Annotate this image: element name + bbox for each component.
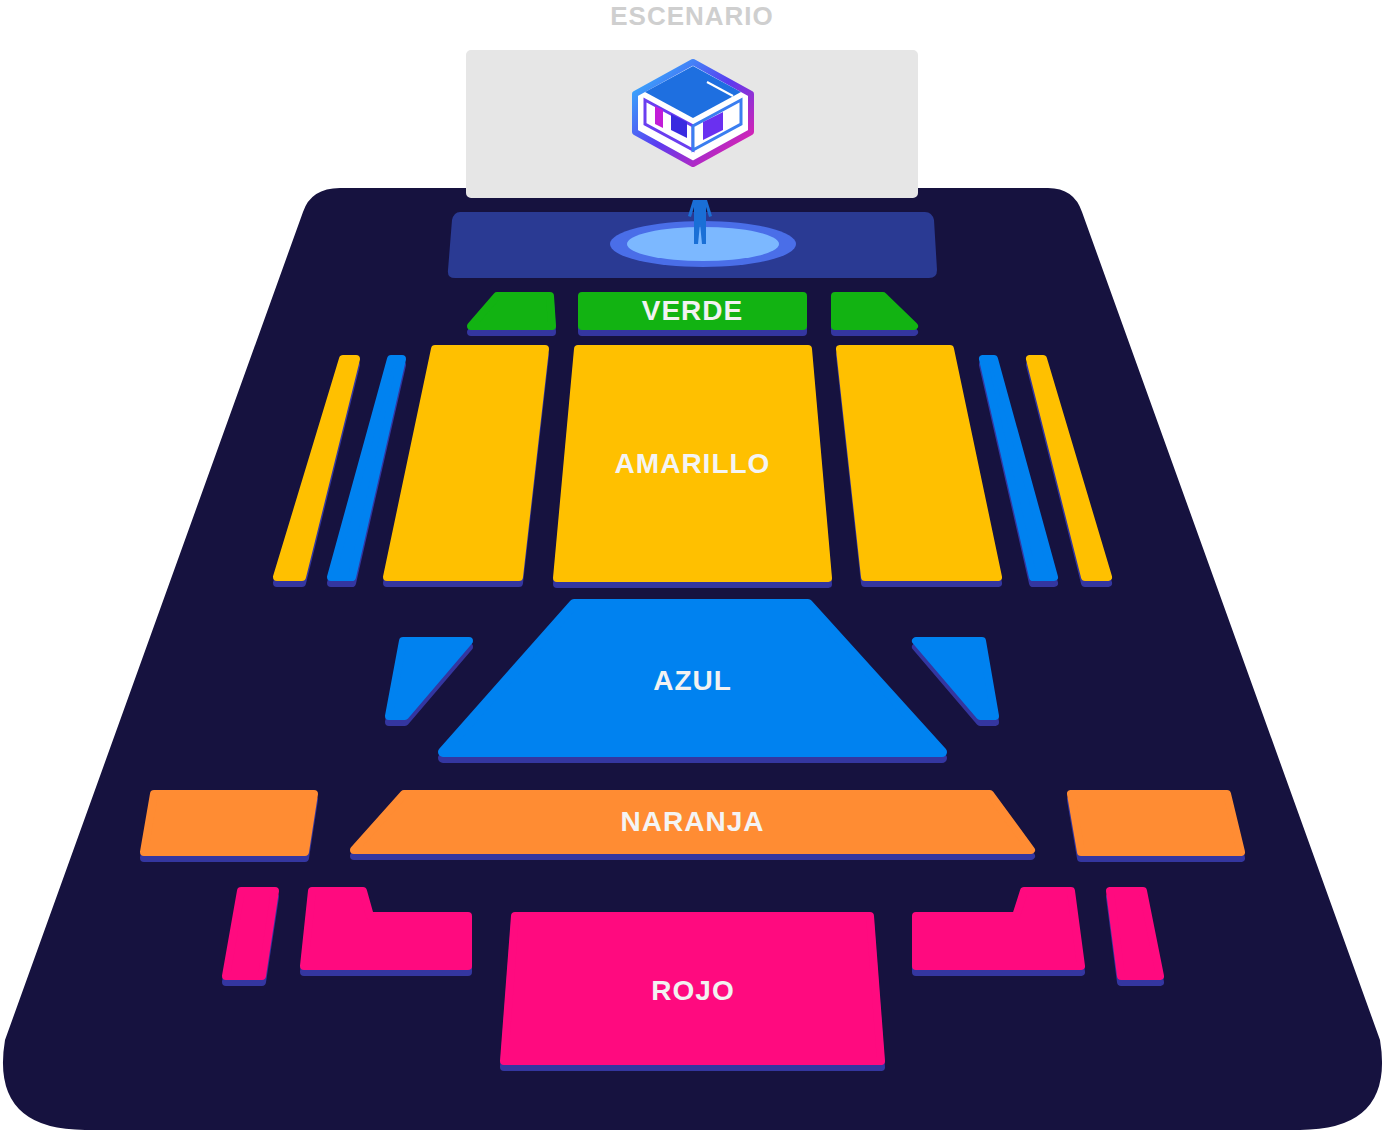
section-label: VERDE — [642, 293, 743, 329]
stage-box: ESCENARIO — [466, 0, 918, 198]
floor — [3, 188, 1382, 1130]
seat-block — [1030, 359, 1108, 583]
stage-platform — [448, 212, 937, 278]
seat-block — [226, 891, 275, 982]
unlabeled-sections — [144, 296, 1241, 982]
seat-block — [389, 641, 469, 722]
seat-block — [835, 296, 914, 332]
seat-block — [1071, 794, 1241, 858]
section-rojo: ROJO — [500, 912, 886, 1065]
section-label: AZUL — [653, 663, 732, 699]
section-label: AMARILLO — [615, 446, 771, 482]
section-naranja: NARANJA — [349, 790, 1036, 858]
seat-block — [916, 891, 1081, 972]
seat-block — [304, 891, 468, 972]
section-verde: VERDE — [578, 292, 807, 330]
section-label: ROJO — [651, 973, 734, 1009]
seat-block — [144, 794, 314, 858]
seat-block — [1110, 891, 1160, 982]
seat-block — [840, 349, 998, 583]
section-azul: AZUL — [437, 600, 948, 760]
section-amarillo: AMARILLO — [553, 345, 832, 582]
section-label: ESCENARIO — [610, 0, 774, 34]
seat-block — [471, 296, 552, 332]
seat-block — [387, 349, 545, 583]
section-label: NARANJA — [621, 804, 765, 840]
seat-block — [916, 641, 995, 722]
